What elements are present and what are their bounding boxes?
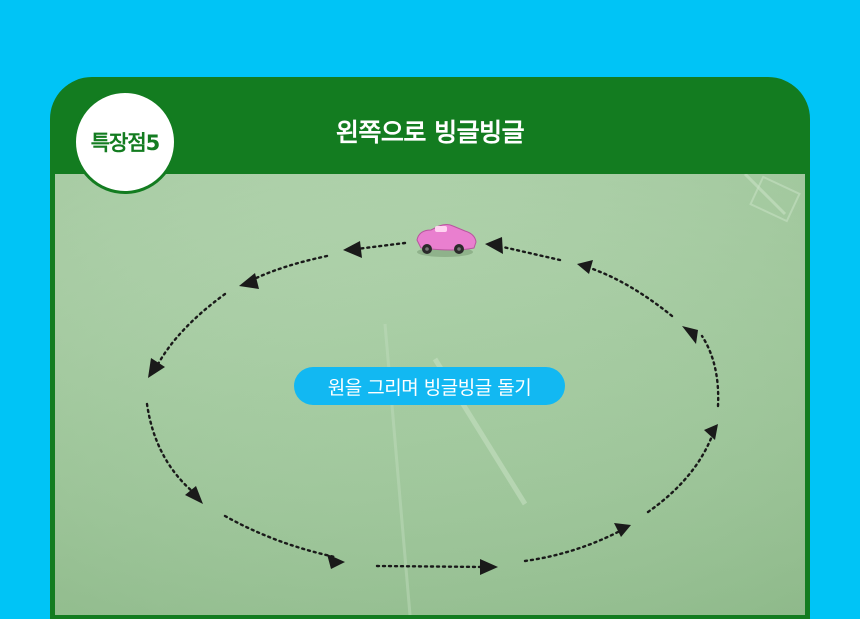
photo-caption: 원을 그리며 빙글빙글 돌기 (294, 367, 565, 405)
path-segment (223, 514, 337, 559)
arrow-head-icon (614, 523, 631, 537)
photo-scene (55, 174, 805, 615)
path-segment (155, 292, 227, 368)
feature-number-badge: 특장점5 (73, 90, 177, 194)
arrow-head-icon (148, 358, 165, 378)
floor-mark (743, 174, 787, 216)
card-title: 왼쪽으로 빙글빙글 (335, 118, 525, 147)
path-segment (355, 241, 407, 251)
path-arrows (148, 237, 718, 575)
arrow-head-icon (327, 554, 345, 569)
arrow-head-icon (480, 559, 498, 575)
path-segment (588, 266, 674, 318)
arrow-head-icon (185, 486, 203, 504)
arrow-head-icon (682, 326, 698, 344)
floor-mark (749, 175, 801, 223)
toy-car-icon (416, 224, 477, 257)
arrow-head-icon (577, 260, 593, 274)
arrow-head-icon (704, 424, 718, 440)
arrow-head-icon (343, 241, 362, 258)
badge-label: 특장점5 (90, 131, 161, 155)
path-segment (646, 434, 714, 514)
path-segment (375, 564, 489, 569)
path-segment (523, 529, 622, 563)
feature-photo (55, 174, 805, 615)
path-segment (145, 402, 195, 494)
arrow-head-icon (485, 237, 503, 254)
path-segment (700, 334, 720, 408)
arrow-head-icon (239, 273, 259, 289)
path-segment (501, 245, 562, 262)
feature-card: 왼쪽으로 빙글빙글 (50, 77, 810, 619)
